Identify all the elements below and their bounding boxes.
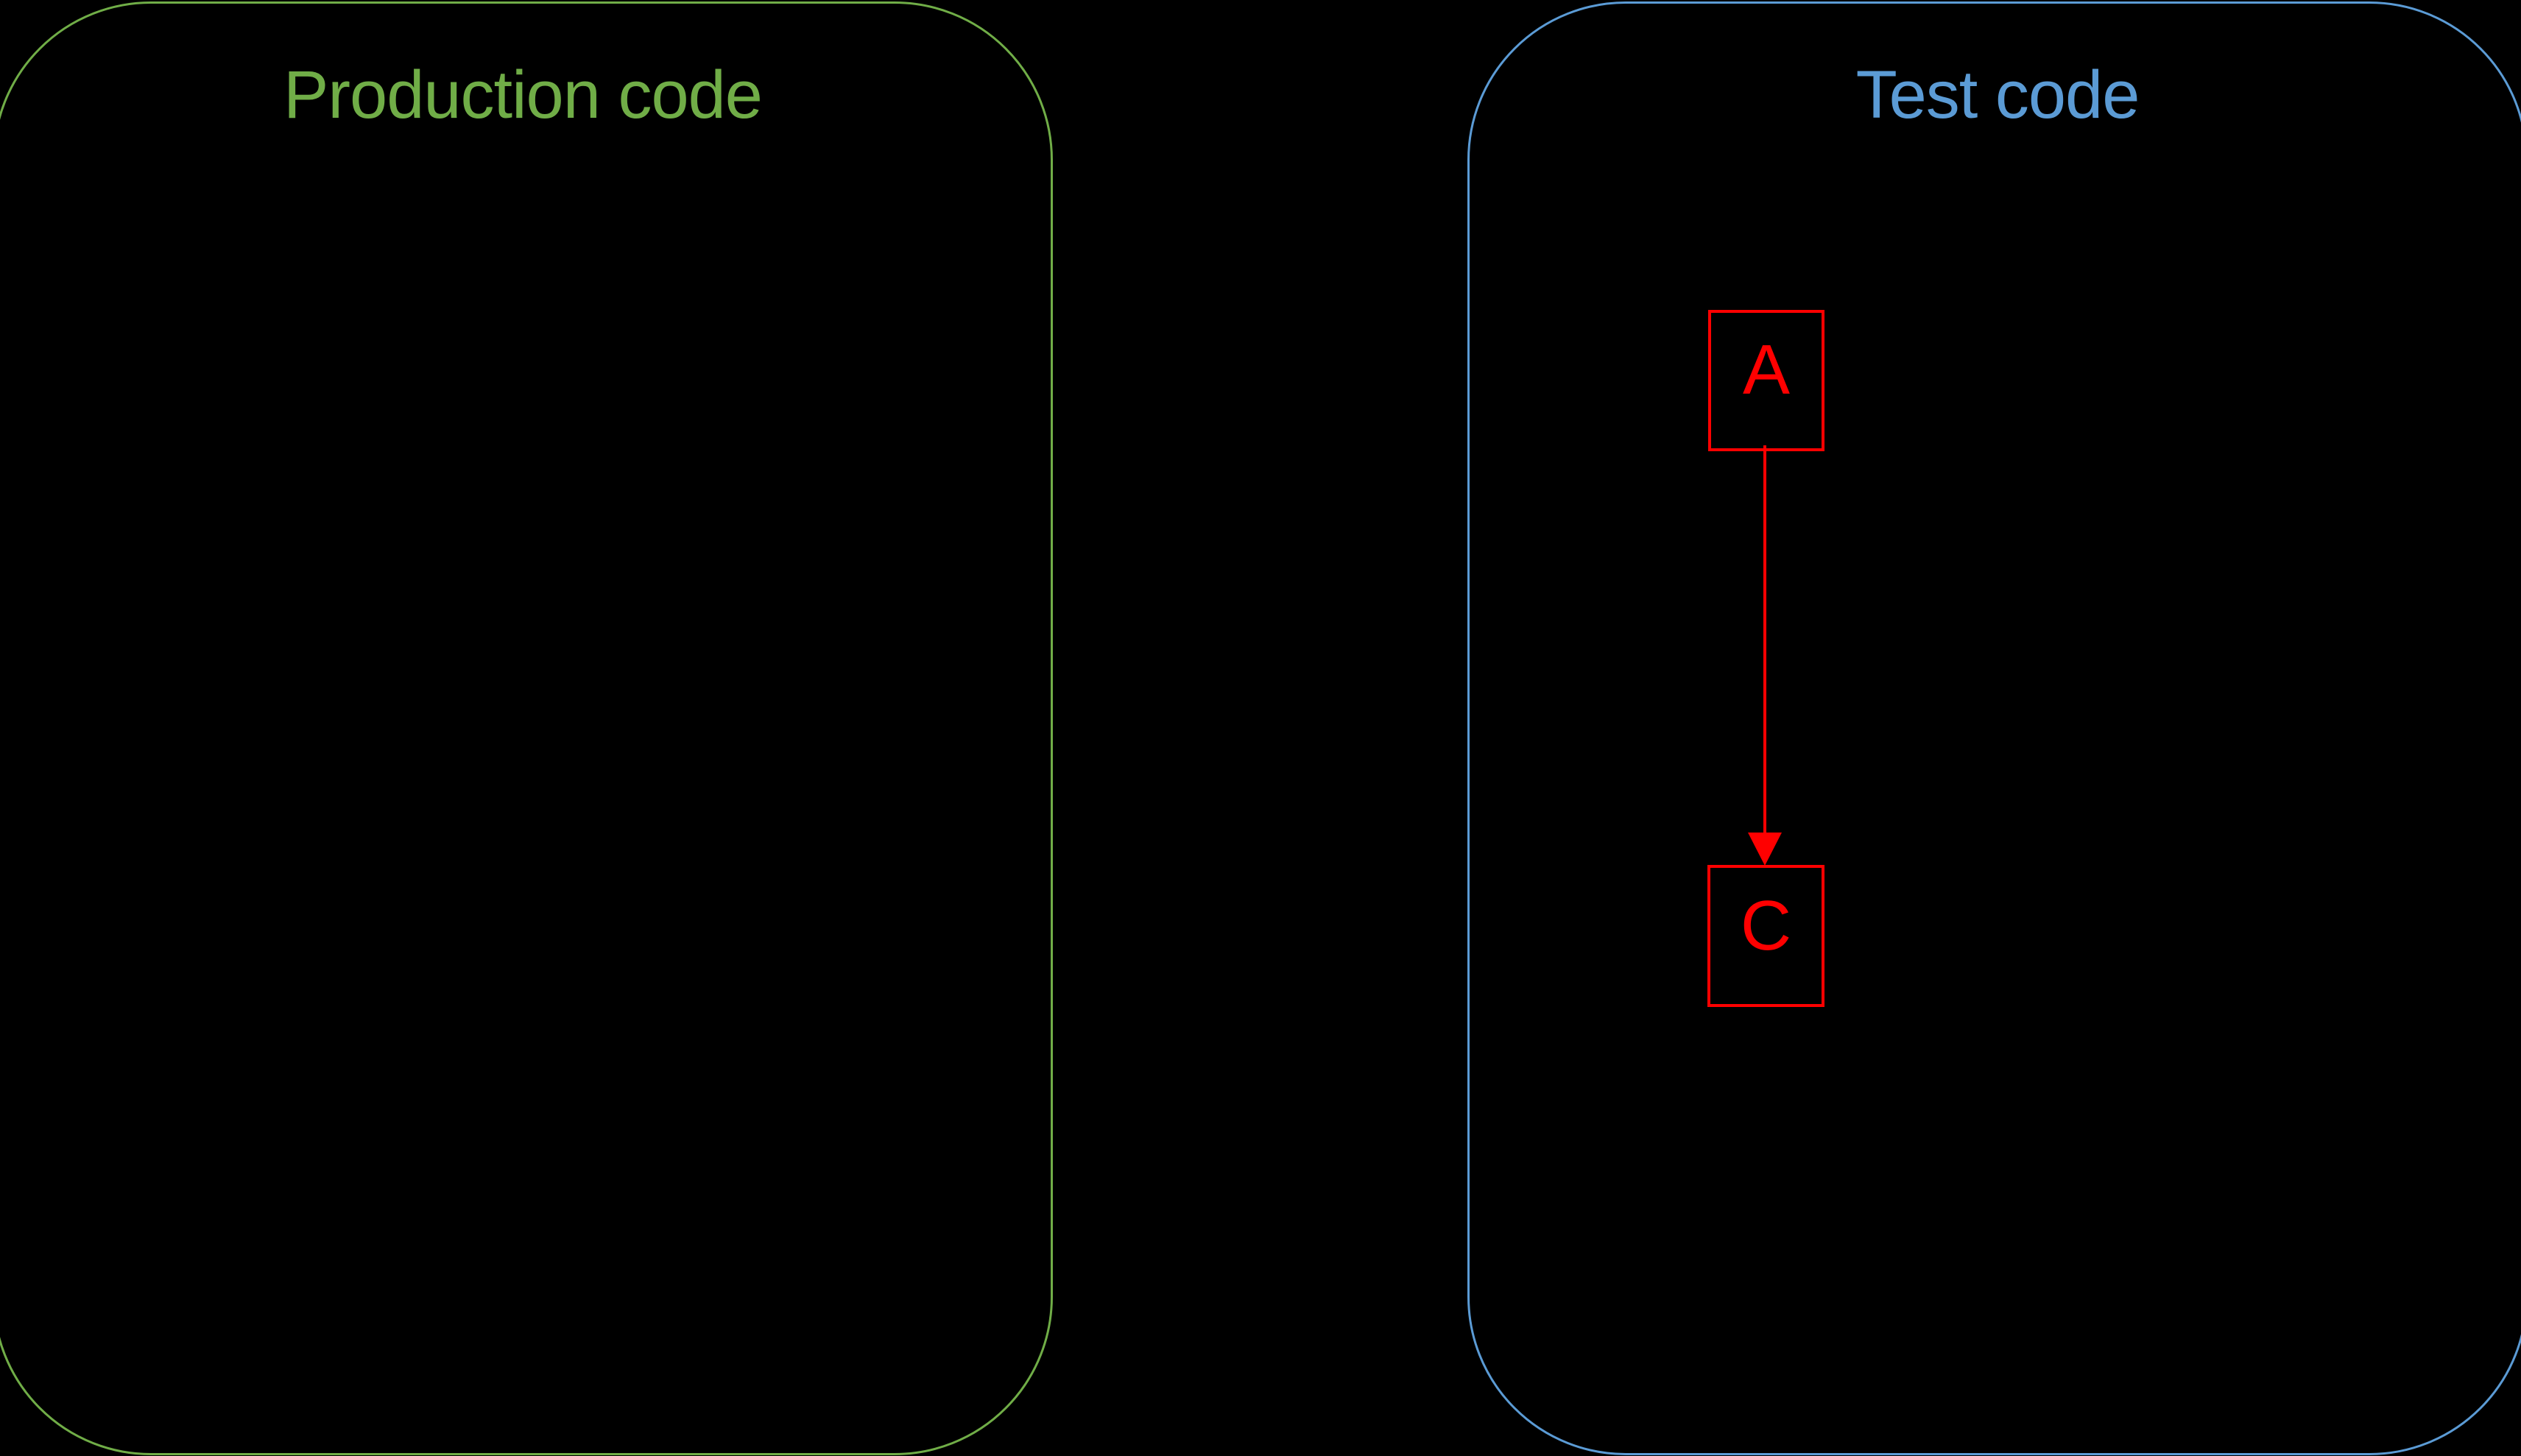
test-code-panel: Test code [1467,1,2521,1455]
test-code-panel-title: Test code [1855,57,2140,132]
production-code-panel-title: Production code [283,57,763,132]
production-code-panel: Production code [0,1,1053,1455]
node-a[interactable]: A [1708,310,1824,451]
arrow-a-to-c [1748,445,1782,866]
node-c-label: C [1740,886,1792,965]
node-c[interactable]: C [1707,865,1824,1007]
node-a-label: A [1742,331,1791,409]
